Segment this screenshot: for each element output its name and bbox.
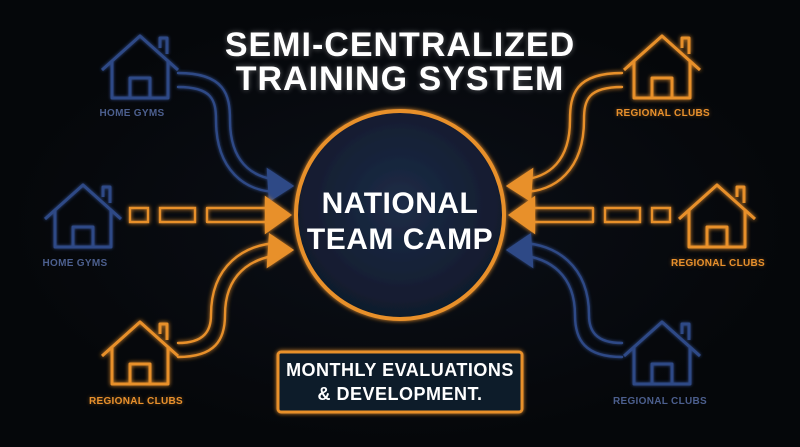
evaluation-line-2: & DEVELOPMENT. — [317, 384, 483, 404]
arrow-left-bottom — [176, 232, 295, 359]
arrow-right-bottom — [505, 232, 624, 359]
arrow-left-mid — [128, 195, 293, 235]
node-label-left-bottom: REGIONAL CLUBS — [88, 396, 184, 407]
evaluation-line-1: MONTHLY EVALUATIONS — [286, 360, 514, 380]
node-label-right-bottom: REGIONAL CLUBS — [612, 396, 708, 407]
arrow-left-top — [176, 71, 295, 203]
node-label-right-top: REGIONAL CLUBS — [615, 108, 711, 119]
arrow-right-mid — [507, 195, 672, 235]
title-line-2: TRAINING SYSTEM — [235, 60, 565, 98]
hub-label-line-2: TEAM CAMP — [306, 223, 494, 256]
node-label-right-mid: REGIONAL CLUBS — [670, 258, 766, 269]
hub-label-line-1: NATIONAL — [321, 187, 479, 220]
hub-circle — [294, 109, 506, 321]
evaluation-label: MONTHLY EVALUATIONS & DEVELOPMENT. — [278, 358, 522, 406]
home-icon — [622, 34, 702, 100]
home-icon — [100, 34, 180, 100]
title-line-1: SEMI-CENTRALIZED — [224, 26, 576, 64]
node-label-left-top: HOME GYMS — [99, 108, 165, 119]
home-icon — [622, 320, 702, 386]
evaluation-box — [276, 350, 524, 414]
hub-label: NATIONAL TEAM CAMP — [300, 186, 500, 258]
home-icon — [100, 320, 180, 386]
node-label-left-mid: HOME GYMS — [42, 258, 108, 269]
arrow-right-top — [505, 71, 624, 203]
home-icon — [43, 183, 123, 249]
home-icon — [677, 183, 757, 249]
